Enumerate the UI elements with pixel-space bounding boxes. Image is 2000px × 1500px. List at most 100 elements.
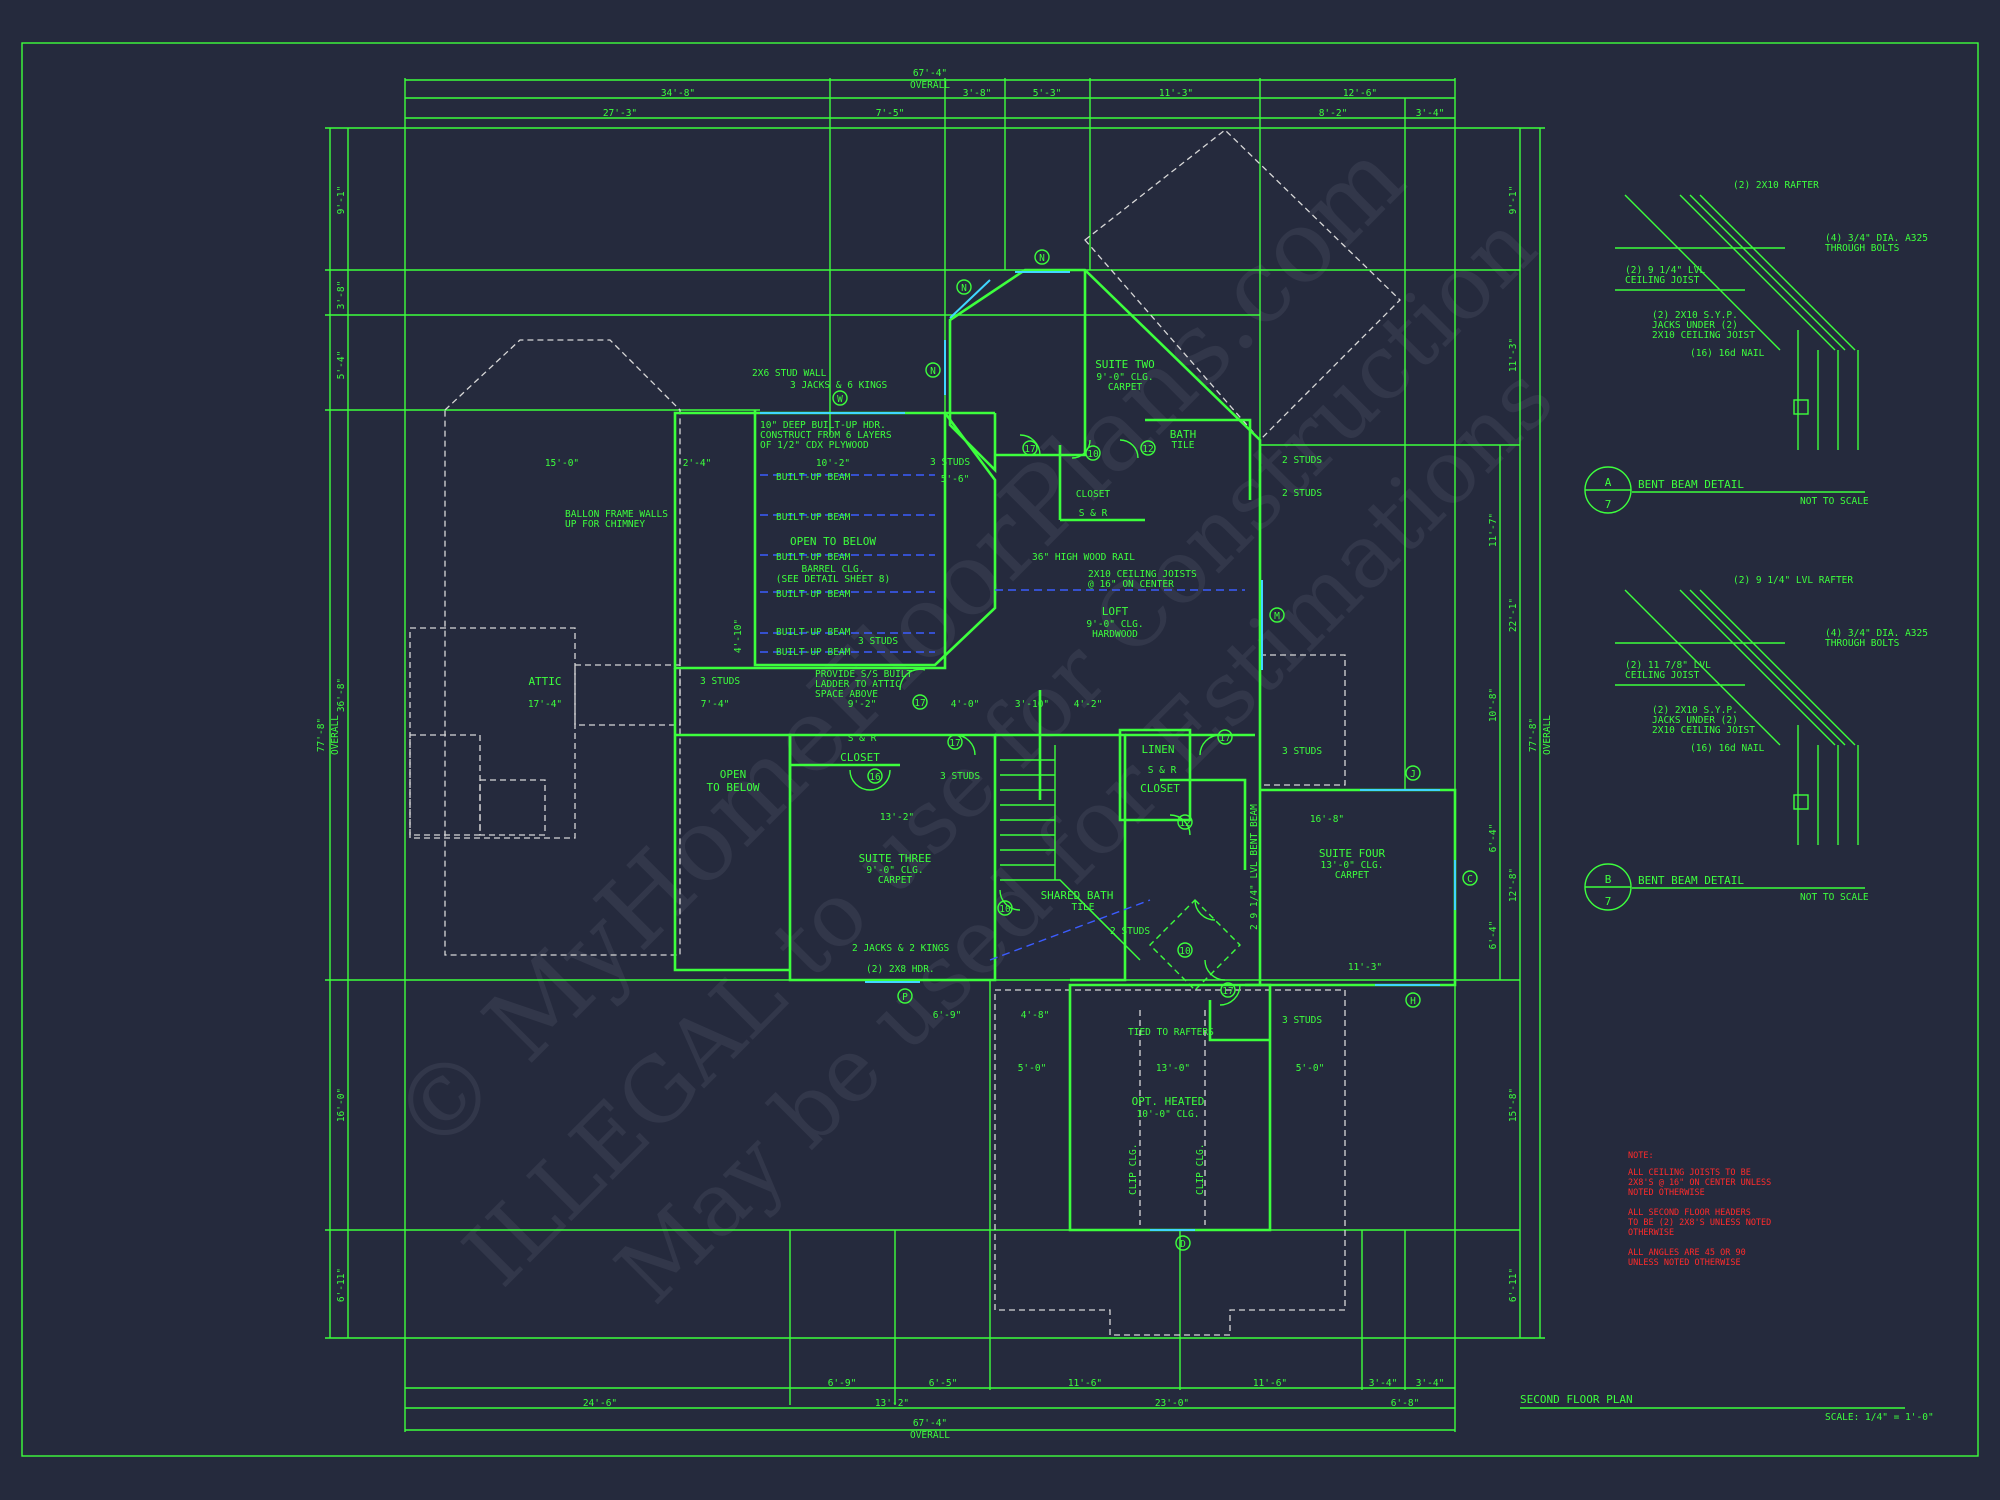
dim-overall-left: 77'-8"	[316, 718, 327, 752]
room-note: (SEE DETAIL SHEET 8)	[776, 574, 890, 585]
beam-label: BUILT-UP BEAM	[776, 512, 851, 523]
room-name: CLOSET	[840, 751, 880, 764]
detail-label: (4) 3/4" DIA. A325	[1825, 628, 1928, 639]
sheet-border	[21, 42, 1979, 1457]
dim: 13'-0"	[1156, 1063, 1190, 1074]
page-title: SECOND FLOOR PLAN	[1520, 1393, 1633, 1406]
room-name: LOFT	[1102, 605, 1129, 618]
dim-overall-bottom: 67'-4"	[913, 1418, 947, 1429]
beam-label: BUILT-UP BEAM	[776, 552, 851, 563]
room-name: ATTIC	[528, 675, 561, 688]
note-line: NOTED OTHERWISE	[1628, 1188, 1705, 1198]
plan-scale: SCALE: 1/4" = 1'-0"	[1825, 1412, 1934, 1423]
beam-label: BUILT-UP BEAM	[776, 627, 851, 638]
dim: 11'-3"	[1159, 88, 1193, 99]
note: SPACE ABOVE	[815, 689, 878, 700]
room-name: OPT. HEATED	[1132, 1095, 1205, 1108]
room-ceiling: 13'-0" CLG.	[1321, 860, 1384, 871]
room-name: CLOSET	[1076, 489, 1111, 500]
detail-label: THROUGH BOLTS	[1825, 243, 1900, 254]
note: CLIP CLG.	[1128, 1144, 1139, 1195]
dim: 9'-2"	[848, 699, 877, 710]
detail-letter: A	[1605, 476, 1612, 489]
dim: 6'-11"	[336, 1268, 347, 1302]
detail-sheet: 7	[1605, 498, 1612, 511]
note: 3 STUDS	[940, 771, 980, 782]
dim: 10'-8"	[1488, 688, 1499, 722]
dim: 4'-0"	[951, 699, 980, 710]
note: 3 JACKS & 6 KINGS	[790, 380, 888, 391]
room-name: SUITE TWO	[1095, 358, 1155, 371]
room-note: S & R	[848, 733, 877, 744]
dim: 23'-0"	[1155, 1398, 1189, 1409]
dim: 12'-8"	[1508, 868, 1519, 902]
dim: 10'-2"	[816, 458, 850, 469]
door-tags: 17 10 12 17 17 17 16 10 12 10 17	[867, 440, 1236, 998]
room-name: SUITE THREE	[859, 852, 932, 865]
dim: 5'-6"	[941, 474, 970, 485]
room-name: OPEN TO BELOW	[790, 535, 876, 548]
dim: 24'-6"	[583, 1398, 617, 1409]
dim-overall-caption: OVERALL	[910, 1430, 950, 1441]
room-name: SUITE FOUR	[1319, 847, 1386, 860]
detail-label: (2) 9 1/4" LVL	[1625, 265, 1705, 276]
note: CLIP CLG.	[1195, 1144, 1206, 1195]
detail-letter: B	[1605, 873, 1612, 886]
note: 3 STUDS	[930, 457, 970, 468]
door-tag: 12	[1142, 444, 1153, 455]
dim: 11'-6"	[1068, 1378, 1102, 1389]
dim: 3'-4"	[1369, 1378, 1398, 1389]
title-block: SECOND FLOOR PLAN SCALE: 1/4" = 1'-0"	[1520, 1393, 1934, 1423]
dim: 7'-4"	[701, 699, 730, 710]
room-ceiling: 9'-0" CLG.	[1096, 372, 1153, 383]
dimension-text: 67'-4" OVERALL 34'-8" 3'-8" 5'-3" 11'-3"…	[316, 68, 1553, 1441]
watermark: © MyHomeFloorPlans.com ILLEGAL to use fo…	[369, 119, 1573, 1323]
room-floor: TILE	[1172, 440, 1195, 451]
window-tag: J	[1410, 769, 1416, 780]
detail-label: JACKS UNDER (2)	[1652, 320, 1738, 331]
dim: 16'-0"	[336, 1088, 347, 1122]
dim: 15'-0"	[545, 458, 579, 469]
note-line: UNLESS NOTED OTHERWISE	[1628, 1258, 1741, 1268]
detail-label: (16) 16d NAIL	[1690, 743, 1765, 754]
dim: 9'-1"	[336, 186, 347, 215]
detail-label: (2) 2X10 S.Y.P.	[1652, 705, 1738, 716]
built-up-beams	[760, 474, 1245, 961]
detail-label: THROUGH BOLTS	[1825, 638, 1900, 649]
dim: 4'-2"	[1074, 699, 1103, 710]
note: PROVIDE S/S BUILT	[815, 669, 913, 680]
detail-label: 2X10 CEILING JOIST	[1652, 725, 1755, 736]
note: 3 STUDS	[858, 636, 898, 647]
room-floor: HARDWOOD	[1092, 629, 1138, 640]
room-name: OPEN	[720, 768, 747, 781]
note-line: OTHERWISE	[1628, 1228, 1674, 1238]
detail-label: (2) 2X10 S.Y.P.	[1652, 310, 1738, 321]
dim: 6'-4"	[1488, 921, 1499, 950]
note: 36" HIGH WOOD RAIL	[1032, 552, 1135, 563]
dim: 27'-3"	[603, 108, 637, 119]
room-floor: CARPET	[1108, 382, 1143, 393]
dim: 3'-8"	[336, 281, 347, 310]
dim: 5'-0"	[1296, 1063, 1325, 1074]
dim: 22'-1"	[1508, 598, 1519, 632]
note: LADDER TO ATTIC	[815, 679, 901, 690]
dim: 4'-10"	[733, 619, 744, 653]
door-tag: 17	[1219, 733, 1230, 744]
dim: 7'-5"	[876, 108, 905, 119]
dim: 3'-10"	[1015, 699, 1049, 710]
dim: 2'-4"	[683, 458, 712, 469]
window-tags: N N N W M J C H P D	[832, 249, 1478, 1251]
window-tag: H	[1410, 996, 1416, 1007]
note: CONSTRUCT FROM 6 LAYERS	[760, 430, 892, 441]
room-note: BARREL CLG.	[802, 564, 865, 575]
detail-label: JACKS UNDER (2)	[1652, 715, 1738, 726]
dim: 13'-2"	[875, 1398, 909, 1409]
detail-label: (2) 9 1/4" LVL RAFTER	[1733, 575, 1853, 586]
detail-sheet: 7	[1605, 895, 1612, 908]
door-tag: 10	[999, 904, 1011, 915]
detail-b: B 7 BENT BEAM DETAIL NOT TO SCALE (2) 9 …	[1584, 575, 1928, 911]
beam-label: BUILT-UP BEAM	[776, 589, 851, 600]
room-name: SHARED BATH	[1041, 889, 1114, 902]
dim: 8'-2"	[1319, 108, 1348, 119]
